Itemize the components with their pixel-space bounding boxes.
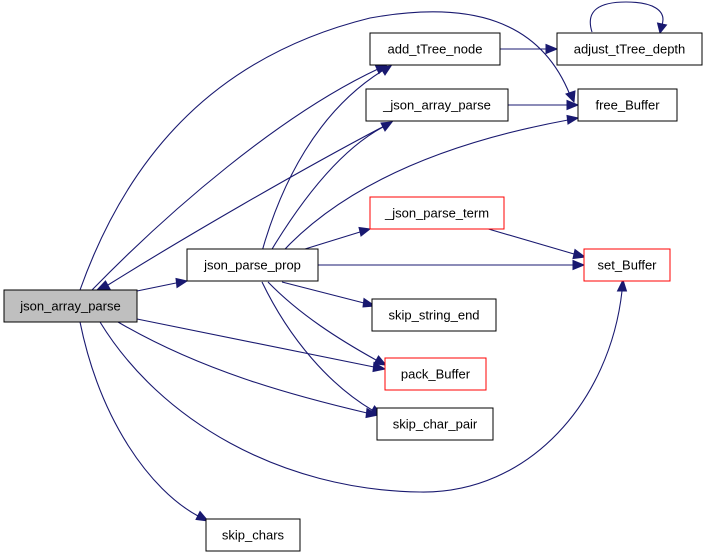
edge-json-array-parse-to-pack-buffer — [136, 318, 387, 373]
node-label: json_parse_prop — [203, 258, 301, 273]
node-label: json_array_parse — [19, 299, 120, 314]
edge-adjust-ttree-depth-self-loop — [589, 1, 668, 35]
node-label: _json_parse_term — [384, 206, 489, 221]
edge-json-parse-prop-to-json-array-parse-private — [261, 121, 394, 267]
edge-json-array-parse-to-set-buffer — [99, 278, 628, 493]
node-label: adjust_tTree_depth — [574, 42, 686, 57]
node-json-array-parse[interactable]: json_array_parse — [3, 289, 138, 323]
node-json-parse-prop[interactable]: json_parse_prop — [186, 248, 319, 282]
node-label: skip_string_end — [388, 308, 479, 323]
edge-json-parse-prop-to-set-buffer — [318, 259, 586, 271]
node-label: free_Buffer — [595, 98, 660, 113]
node-skip-string-end[interactable]: skip_string_end — [371, 298, 497, 332]
edge-json-parse-prop-to-json-parse-term — [304, 226, 372, 250]
edge-json-array-parse-to-free-buffer — [79, 11, 576, 291]
edge-json-parse-prop-to-pack-buffer — [267, 281, 388, 366]
node-set-buffer[interactable]: set_Buffer — [583, 248, 671, 282]
node-free-buffer[interactable]: free_Buffer — [577, 88, 678, 122]
edge-json-array-parse-to-skip-char-pair — [117, 321, 380, 419]
edge-json-array-parse-to-skip-chars — [79, 321, 210, 522]
node-json-array-parse-private[interactable]: _json_array_parse — [365, 88, 509, 122]
node-label: pack_Buffer — [401, 367, 471, 382]
node-json-parse-term[interactable]: _json_parse_term — [369, 196, 505, 230]
edge-json-parse-prop-to-skip-string-end — [281, 281, 377, 308]
node-adjust-ttree-depth[interactable]: adjust_tTree_depth — [556, 32, 703, 66]
call-graph-nodes: json_array_parse json_parse_prop add_tTr… — [3, 32, 703, 552]
node-label: skip_chars — [222, 528, 285, 543]
node-skip-chars[interactable]: skip_chars — [205, 518, 301, 552]
call-graph-edges — [79, 1, 668, 522]
edge-add-ttree-node-to-adjust-ttree-depth — [500, 43, 559, 55]
edge-json-array-parse-private-to-free-buffer — [508, 99, 580, 111]
node-skip-char-pair[interactable]: skip_char_pair — [376, 407, 494, 441]
node-add-ttree-node[interactable]: add_tTree_node — [369, 32, 501, 66]
edge-json-array-parse-to-json-parse-prop — [136, 277, 189, 292]
edge-json-parse-prop-to-add-ttree-node — [257, 65, 392, 267]
node-pack-buffer[interactable]: pack_Buffer — [384, 357, 487, 391]
node-label: skip_char_pair — [393, 417, 478, 432]
node-label: _json_array_parse — [382, 98, 491, 113]
edge-json-parse-prop-to-free-buffer — [269, 114, 580, 267]
edge-json-parse-term-to-set-buffer — [484, 227, 587, 260]
node-label: add_tTree_node — [388, 42, 483, 57]
node-label: set_Buffer — [597, 258, 657, 273]
